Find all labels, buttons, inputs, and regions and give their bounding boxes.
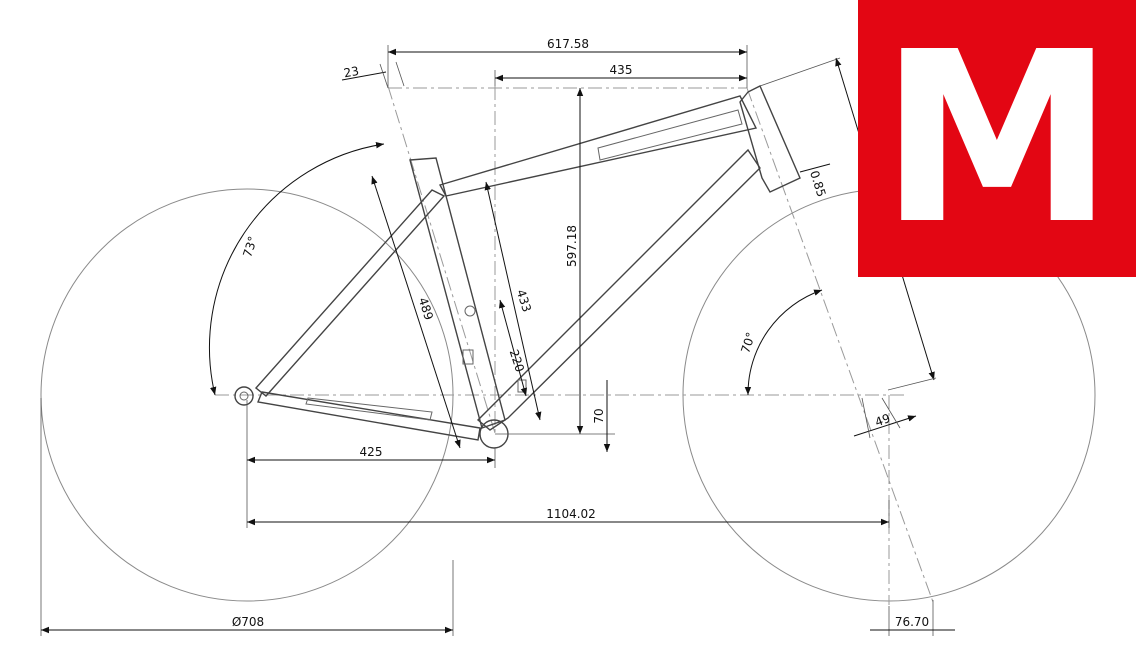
bb-offset-label: 220 bbox=[507, 348, 527, 374]
head-angle-arc bbox=[744, 289, 823, 396]
head-tube-angle-label: 70° bbox=[738, 330, 758, 355]
wheelbase-label: 1104.02 bbox=[546, 507, 596, 521]
seat-tube-length-label: 489 bbox=[416, 296, 436, 322]
seat-angle-arc bbox=[208, 142, 385, 396]
top-length-label: 617.58 bbox=[547, 37, 589, 51]
reach-label: 435 bbox=[610, 63, 633, 77]
seat-tube-ct-label: 433 bbox=[514, 288, 534, 314]
seatpost-offset-dim bbox=[341, 71, 387, 81]
chainstay-label: 425 bbox=[360, 445, 383, 459]
trail-label: 76.70 bbox=[895, 615, 929, 629]
size-badge: M bbox=[858, 0, 1136, 277]
wheel-diameter-label: Ø708 bbox=[232, 615, 264, 629]
diameter-symbol: Ø bbox=[232, 615, 241, 629]
wheel-diameter-value: 708 bbox=[241, 615, 264, 629]
bike-frame bbox=[234, 85, 801, 449]
seatpost-offset-label: 23 bbox=[343, 64, 360, 80]
seat-tube-axis bbox=[387, 85, 496, 434]
fork-offset-label: 49 bbox=[873, 411, 892, 429]
size-badge-letter: M bbox=[879, 0, 1115, 276]
stack-label: 597.18 bbox=[565, 225, 579, 267]
bb-drop-label: 70 bbox=[592, 408, 606, 423]
seat-tube-length-dim bbox=[371, 175, 461, 449]
bb-offset-dim bbox=[499, 299, 527, 397]
head-tube-axis bbox=[746, 87, 934, 603]
headset-label: 0.85 bbox=[807, 169, 829, 199]
seat-tube-angle-label: 73° bbox=[240, 234, 260, 259]
